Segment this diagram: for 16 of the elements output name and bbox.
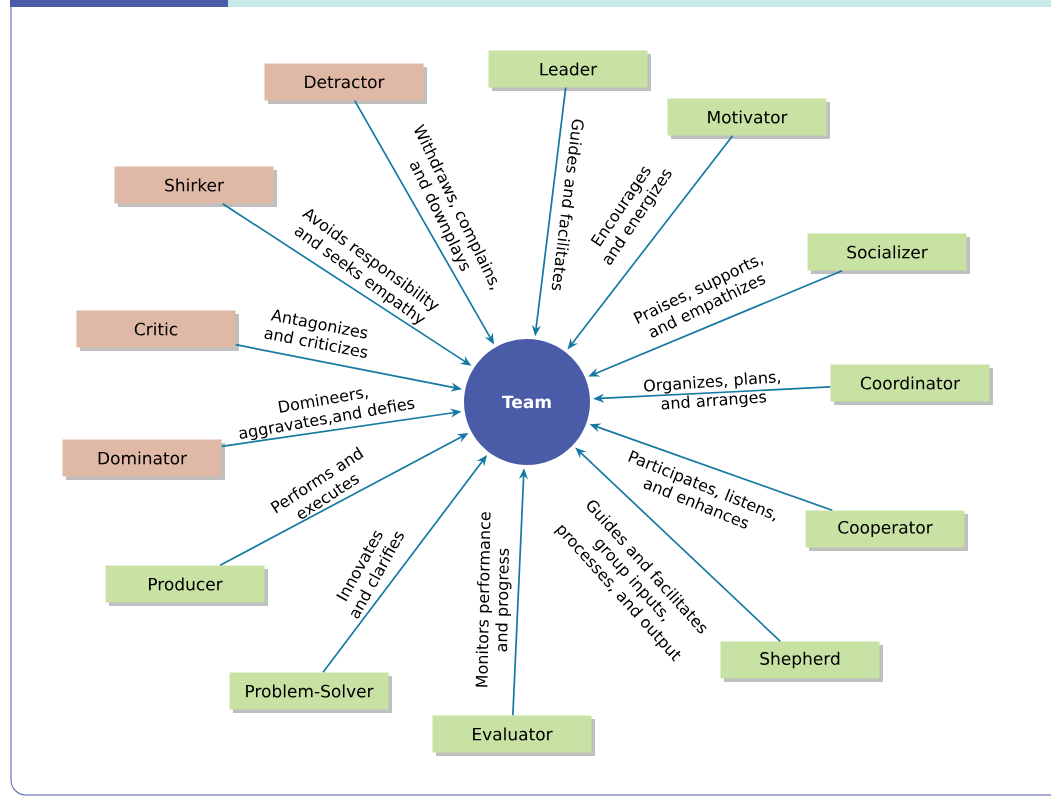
role-box: Critic [76, 310, 239, 351]
role-box: Motivator [667, 98, 830, 139]
role-box: Coordinator [830, 364, 993, 405]
role-box: Problem-Solver [229, 672, 392, 713]
role-box: Dominator [62, 439, 225, 480]
role-box: Shepherd [720, 641, 883, 682]
role-box: Detractor [264, 63, 427, 104]
edge-label: Guides and facilitates [551, 119, 584, 291]
role-box: Evaluator [432, 715, 595, 756]
role-box: Leader [488, 50, 651, 91]
role-box: Cooperator [805, 510, 968, 551]
edge-label: Monitors performance and progress [475, 512, 512, 687]
role-box: Producer [105, 565, 268, 606]
role-box: Shirker [114, 166, 277, 207]
edge-label: Organizes, plans, and arranges [644, 372, 781, 410]
role-box: Socializer [807, 233, 970, 274]
